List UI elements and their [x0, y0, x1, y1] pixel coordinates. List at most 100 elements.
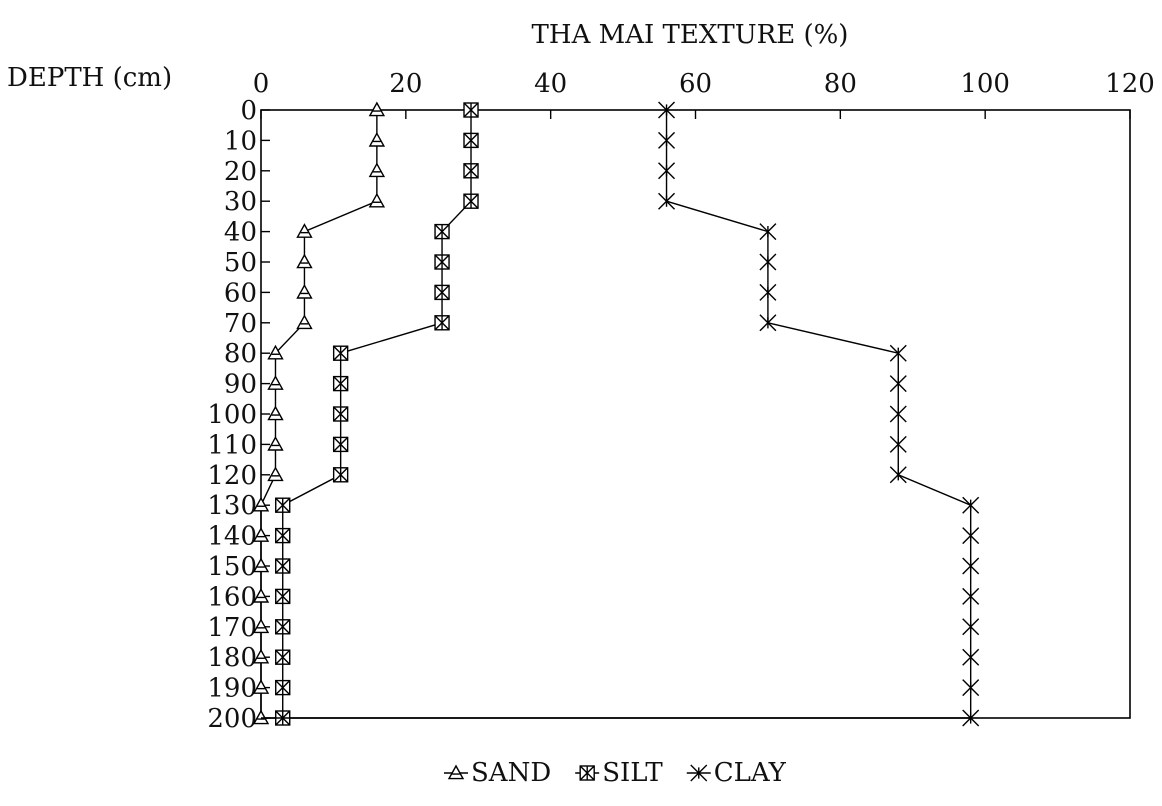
series-layer: [252, 101, 980, 727]
y-tick-label-16: 160: [207, 582, 257, 612]
legend-marker-clay: [690, 764, 708, 782]
point-sand-150: [252, 557, 270, 573]
y-tick-label-12: 120: [207, 461, 257, 491]
x-tick-label-6: 120: [1105, 69, 1155, 99]
point-silt-70: [434, 315, 450, 331]
point-silt-120: [332, 467, 349, 483]
legend-item-clay: CLAY: [686, 758, 787, 788]
point-sand-80: [267, 344, 284, 360]
point-sand-40: [296, 223, 313, 238]
point-sand-160: [252, 587, 270, 603]
x-tick-label-1: 20: [389, 69, 422, 99]
x-tick-label-4: 80: [824, 69, 857, 99]
plot-frame: [260, 109, 1131, 719]
point-silt-10: [463, 132, 479, 149]
point-clay-180: [962, 648, 980, 666]
point-clay-40: [759, 223, 777, 241]
point-sand-180: [252, 648, 270, 664]
y-tick-label-13: 130: [207, 491, 257, 521]
point-silt-130: [275, 497, 291, 513]
y-tick-label-15: 150: [207, 552, 257, 582]
y-tick-label-5: 50: [224, 248, 257, 278]
point-sand-100: [267, 405, 284, 421]
point-sand-130: [252, 496, 270, 512]
point-clay-130: [962, 496, 980, 514]
y-tick-label-8: 80: [224, 339, 257, 369]
series-clay: [658, 101, 980, 727]
point-clay-190: [962, 679, 980, 697]
x-tick-label-2: 40: [534, 69, 567, 99]
point-silt-180: [275, 649, 291, 665]
point-sand-0: [368, 101, 386, 117]
legend-marker-silt: [579, 765, 595, 781]
point-clay-170: [962, 618, 980, 636]
point-silt-30: [463, 193, 479, 209]
point-silt-50: [434, 254, 450, 270]
point-sand-110: [267, 435, 284, 451]
y-tick-label-4: 40: [224, 218, 257, 248]
point-silt-0: [463, 102, 479, 118]
point-silt-190: [275, 679, 291, 696]
y-axis-ticks: 0102030405060708090100110120130140150160…: [207, 96, 270, 734]
x-tick-label-0: 0: [253, 69, 270, 99]
point-clay-110: [889, 435, 907, 453]
point-clay-0: [658, 101, 676, 119]
point-sand-50: [296, 253, 313, 269]
point-clay-60: [759, 283, 777, 301]
point-silt-160: [275, 588, 291, 605]
y-tick-label-1: 10: [224, 126, 257, 156]
series-sand: [252, 101, 386, 725]
point-silt-170: [275, 619, 291, 635]
point-silt-40: [434, 223, 450, 240]
y-tick-label-14: 140: [207, 522, 257, 552]
legend-label-silt: SILT: [602, 758, 663, 788]
point-silt-100: [332, 406, 349, 422]
point-sand-170: [252, 618, 270, 634]
series-line-clay: [665, 110, 972, 718]
y-tick-label-11: 110: [207, 430, 257, 460]
legend-item-silt: SILT: [575, 758, 663, 788]
y-tick-label-7: 70: [224, 309, 257, 339]
chart-title: THA MAI TEXTURE (%): [532, 20, 849, 50]
point-clay-160: [962, 587, 980, 605]
y-tick-label-6: 60: [224, 278, 257, 308]
legend-item-sand: SAND: [444, 758, 551, 788]
point-silt-140: [275, 527, 291, 544]
point-clay-80: [889, 344, 907, 362]
legend-marker-sand: [447, 764, 465, 780]
point-sand-90: [267, 375, 284, 390]
point-silt-80: [332, 345, 349, 361]
y-tick-label-18: 180: [207, 643, 257, 673]
point-sand-190: [252, 679, 270, 694]
y-tick-label-0: 0: [240, 96, 257, 126]
point-silt-90: [332, 375, 349, 392]
point-clay-140: [962, 527, 980, 545]
point-clay-100: [889, 405, 907, 423]
point-silt-60: [434, 284, 450, 301]
y-tick-label-20: 200: [207, 704, 257, 734]
point-clay-120: [889, 466, 907, 484]
point-clay-150: [962, 557, 980, 575]
y-axis-label: DEPTH (cm): [7, 63, 172, 93]
y-tick-label-10: 100: [207, 400, 257, 430]
point-clay-50: [759, 253, 777, 271]
point-sand-30: [368, 192, 386, 208]
point-sand-70: [296, 314, 313, 330]
series-silt: [275, 102, 479, 726]
point-sand-60: [296, 283, 313, 299]
legend: SAND SILT CLAY: [444, 758, 787, 788]
x-tick-label-3: 60: [679, 69, 712, 99]
y-tick-label-9: 90: [224, 370, 257, 400]
point-clay-20: [658, 162, 676, 180]
point-clay-30: [658, 192, 676, 210]
point-silt-20: [463, 163, 479, 179]
point-sand-10: [368, 131, 386, 147]
y-tick-label-3: 30: [224, 187, 257, 217]
y-tick-label-2: 20: [224, 157, 257, 187]
point-silt-150: [275, 558, 291, 574]
point-sand-120: [267, 466, 284, 482]
y-tick-label-17: 170: [207, 613, 257, 643]
legend-label-sand: SAND: [471, 758, 551, 788]
